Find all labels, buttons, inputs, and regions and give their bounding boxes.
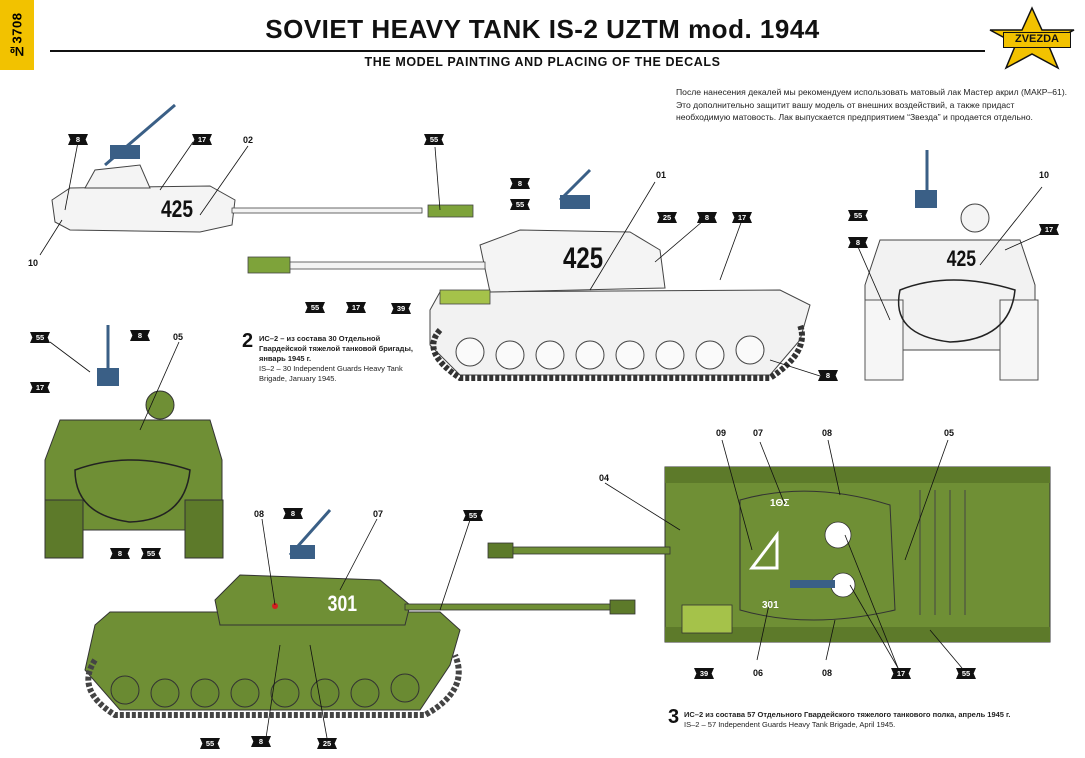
variant-2-caption: ИС–2 – из состава 30 Отдельной Гвардейск… xyxy=(259,334,413,383)
callout-label: 10 xyxy=(28,258,39,268)
callout-label: 07 xyxy=(753,428,764,438)
tank-white-side-large xyxy=(247,168,811,381)
decal-flag: 25 xyxy=(657,212,677,223)
turret-number-301-side: 301 xyxy=(327,591,358,616)
decal-flag: 8 xyxy=(283,508,303,519)
decal-flag: 39 xyxy=(694,668,714,679)
top-marking-rear: 301 xyxy=(762,600,779,611)
decal-flag: 55 xyxy=(141,548,161,559)
note-line: Это дополнительно защитит вашу модель от… xyxy=(676,99,1015,110)
callout-label: 09 xyxy=(716,428,727,438)
decal-flag: 8 xyxy=(110,548,130,559)
tank-white-side-small xyxy=(51,103,474,233)
tank-white-front xyxy=(864,150,1039,381)
callout-label: 06 xyxy=(753,668,764,678)
callout-label: 02 xyxy=(243,135,254,145)
callout-label: 07 xyxy=(373,509,384,519)
decal-flag: 8 xyxy=(130,330,150,341)
tank-green-front xyxy=(44,325,224,559)
decal-flag: 55 xyxy=(463,510,483,521)
decal-flag: 55 xyxy=(848,210,868,221)
callout-label: 05 xyxy=(944,428,955,438)
decal-flag: 8 xyxy=(818,370,838,381)
decal-flag: 17 xyxy=(346,302,366,313)
decal-flag: 8 xyxy=(251,736,271,747)
turret-number-425-large: 425 xyxy=(563,242,604,275)
note-line: необходимую матовость. Лак выпускается п… xyxy=(676,112,1033,122)
brand-logo: ZVEZDA xyxy=(1003,32,1071,48)
variant-3-number: 3 xyxy=(668,706,680,728)
decal-flag: 8 xyxy=(848,237,868,248)
variant-3-caption: ИС–2 из состава 57 Отдельного Гвардейско… xyxy=(684,710,1011,729)
decal-flag: 55 xyxy=(510,199,530,210)
tank-green-top xyxy=(487,466,1051,643)
title-divider xyxy=(50,50,985,52)
callout-label: 10 xyxy=(1039,170,1050,180)
decal-flag: 17 xyxy=(891,668,911,679)
decal-flag: 8 xyxy=(68,134,88,145)
turret-number-425-small: 425 xyxy=(161,196,194,223)
decal-flag: 39 xyxy=(391,303,411,314)
decal-flag: 17 xyxy=(1039,224,1059,235)
decal-flag: 55 xyxy=(305,302,325,313)
decal-flag: 55 xyxy=(200,738,220,749)
varnish-note: После нанесения декалей мы рекомендуем и… xyxy=(676,86,1076,124)
callout-label: 04 xyxy=(599,473,610,483)
variant-2-number: 2 xyxy=(242,330,254,352)
decal-flag: 55 xyxy=(30,332,50,343)
decal-flag: 55 xyxy=(956,668,976,679)
page-title: SOVIET HEAVY TANK IS-2 UZTM mod. 1944 xyxy=(265,14,820,44)
turret-number-425-front: 425 xyxy=(946,246,977,271)
callout-label: 08 xyxy=(822,428,833,438)
top-marking-front: 1ΘΣ xyxy=(770,498,790,509)
callout-label: 08 xyxy=(822,668,833,678)
callout-label: 01 xyxy=(656,170,667,180)
leader-lines xyxy=(39,141,1046,739)
decal-flag: 55 xyxy=(424,134,444,145)
callout-label: 05 xyxy=(173,332,184,342)
decal-flag: 25 xyxy=(317,738,337,749)
tank-green-side xyxy=(84,509,636,718)
decal-flag: 17 xyxy=(30,382,50,393)
decal-flag: 17 xyxy=(192,134,212,145)
note-line: После нанесения декалей мы рекомендуем и… xyxy=(676,87,1068,97)
callout-label: 08 xyxy=(254,509,265,519)
catalog-badge: №3708 xyxy=(0,0,34,70)
decal-flag: 8 xyxy=(697,212,717,223)
decal-flag: 8 xyxy=(510,178,530,189)
page-subtitle: THE MODEL PAINTING AND PLACING OF THE DE… xyxy=(364,55,721,69)
decal-flag: 17 xyxy=(732,212,752,223)
